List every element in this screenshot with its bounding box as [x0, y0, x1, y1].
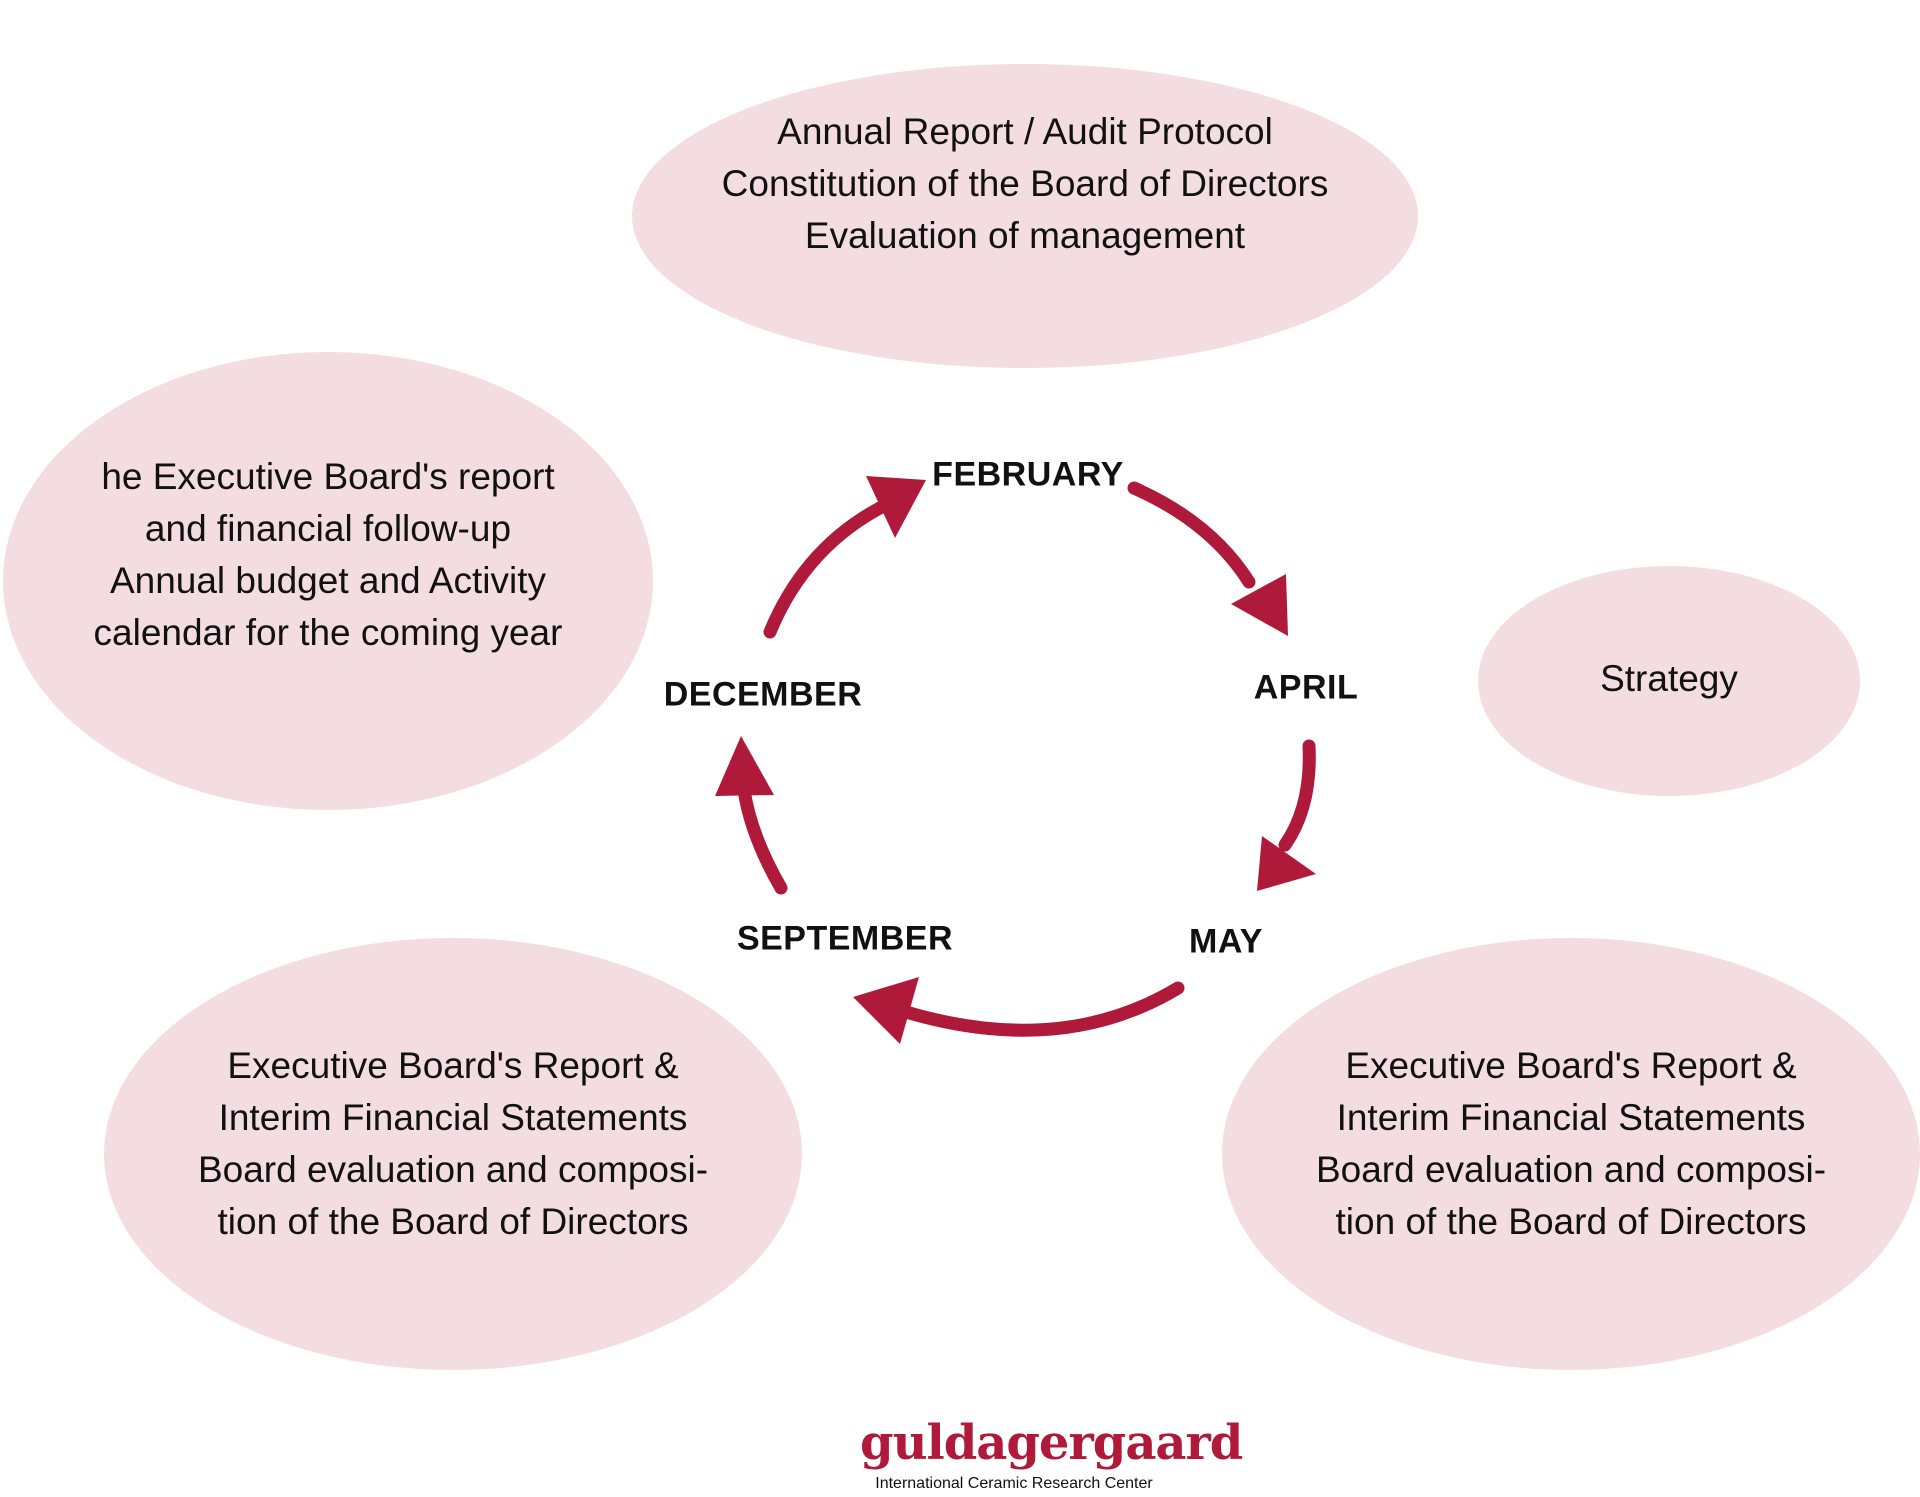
month-label-february: FEBRUARY	[932, 455, 1124, 494]
month-label-september: SEPTEMBER	[736, 919, 954, 958]
month-label-april: APRIL	[1253, 668, 1359, 707]
logo-subtitle: International Ceramic Research Center	[875, 1475, 1153, 1492]
arrowhead-september	[853, 977, 919, 1044]
arrow-december-to-february	[763, 493, 903, 639]
bubble-december: he Executive Board's report and financia…	[3, 352, 653, 810]
bubble-may-text: Executive Board's Report & Interim Finan…	[1315, 1045, 1827, 1242]
month-label-december: DECEMBER	[663, 675, 863, 714]
bubble-december-text: he Executive Board's report and financia…	[93, 456, 563, 653]
bubble-february: Annual Report / Audit Protocol Constitut…	[632, 64, 1418, 368]
logo-wordmark: guldagergaard	[860, 1415, 1243, 1471]
bubble-september: Executive Board's Report & Interim Finan…	[104, 938, 802, 1370]
bubble-september-text: Executive Board's Report & Interim Finan…	[197, 1045, 709, 1242]
arrow-february-to-april	[1127, 481, 1256, 589]
bubble-april: Strategy	[1478, 566, 1860, 796]
arrowhead-april	[1231, 574, 1288, 636]
logo: guldagergaard International Ceramic Rese…	[860, 1414, 1243, 1494]
arrow-may-to-september	[899, 981, 1185, 1037]
arrowhead-february	[866, 476, 926, 538]
bubble-april-text: Strategy	[1600, 658, 1738, 699]
bubble-february-text: Annual Report / Audit Protocol Constitut…	[721, 111, 1329, 256]
month-label-may: MAY	[1189, 922, 1263, 961]
arrowhead-may	[1257, 836, 1316, 891]
arrow-september-to-december	[737, 783, 788, 895]
arrow-april-to-may	[1278, 739, 1316, 852]
arrowhead-december	[715, 736, 774, 796]
bubble-may: Executive Board's Report & Interim Finan…	[1222, 938, 1920, 1370]
